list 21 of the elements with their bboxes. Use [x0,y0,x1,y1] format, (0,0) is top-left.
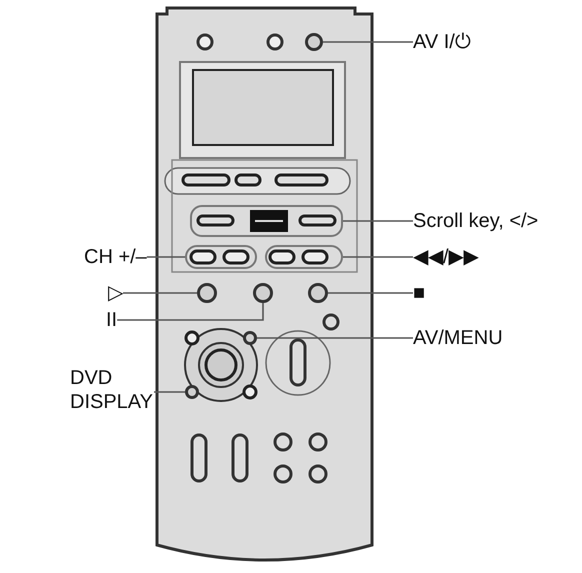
button-group [185,245,257,269]
leader-line [343,256,413,258]
leader-line [117,303,264,321]
callout-label: ■ [413,281,426,305]
callout-label: ◀◀/▶▶ [413,245,479,269]
leader-line [146,256,185,258]
leader-line [123,292,197,294]
leader-line [154,391,185,393]
callout-label: AV/MENU [413,326,503,350]
callout-label: CH +/– [84,245,147,269]
leader-line [343,220,413,222]
button-group [265,245,343,269]
leader-line [328,292,413,294]
callout-label: ▷ [108,281,123,305]
callout-label: II [106,308,118,332]
callout-label: DVD DISPLAY [70,366,154,414]
callout-label: Scroll key, </> [413,209,538,233]
leader-line [257,337,413,339]
button-group [190,205,343,237]
callout-label: AV I/⏻ [413,30,471,54]
leader-line [323,41,413,43]
